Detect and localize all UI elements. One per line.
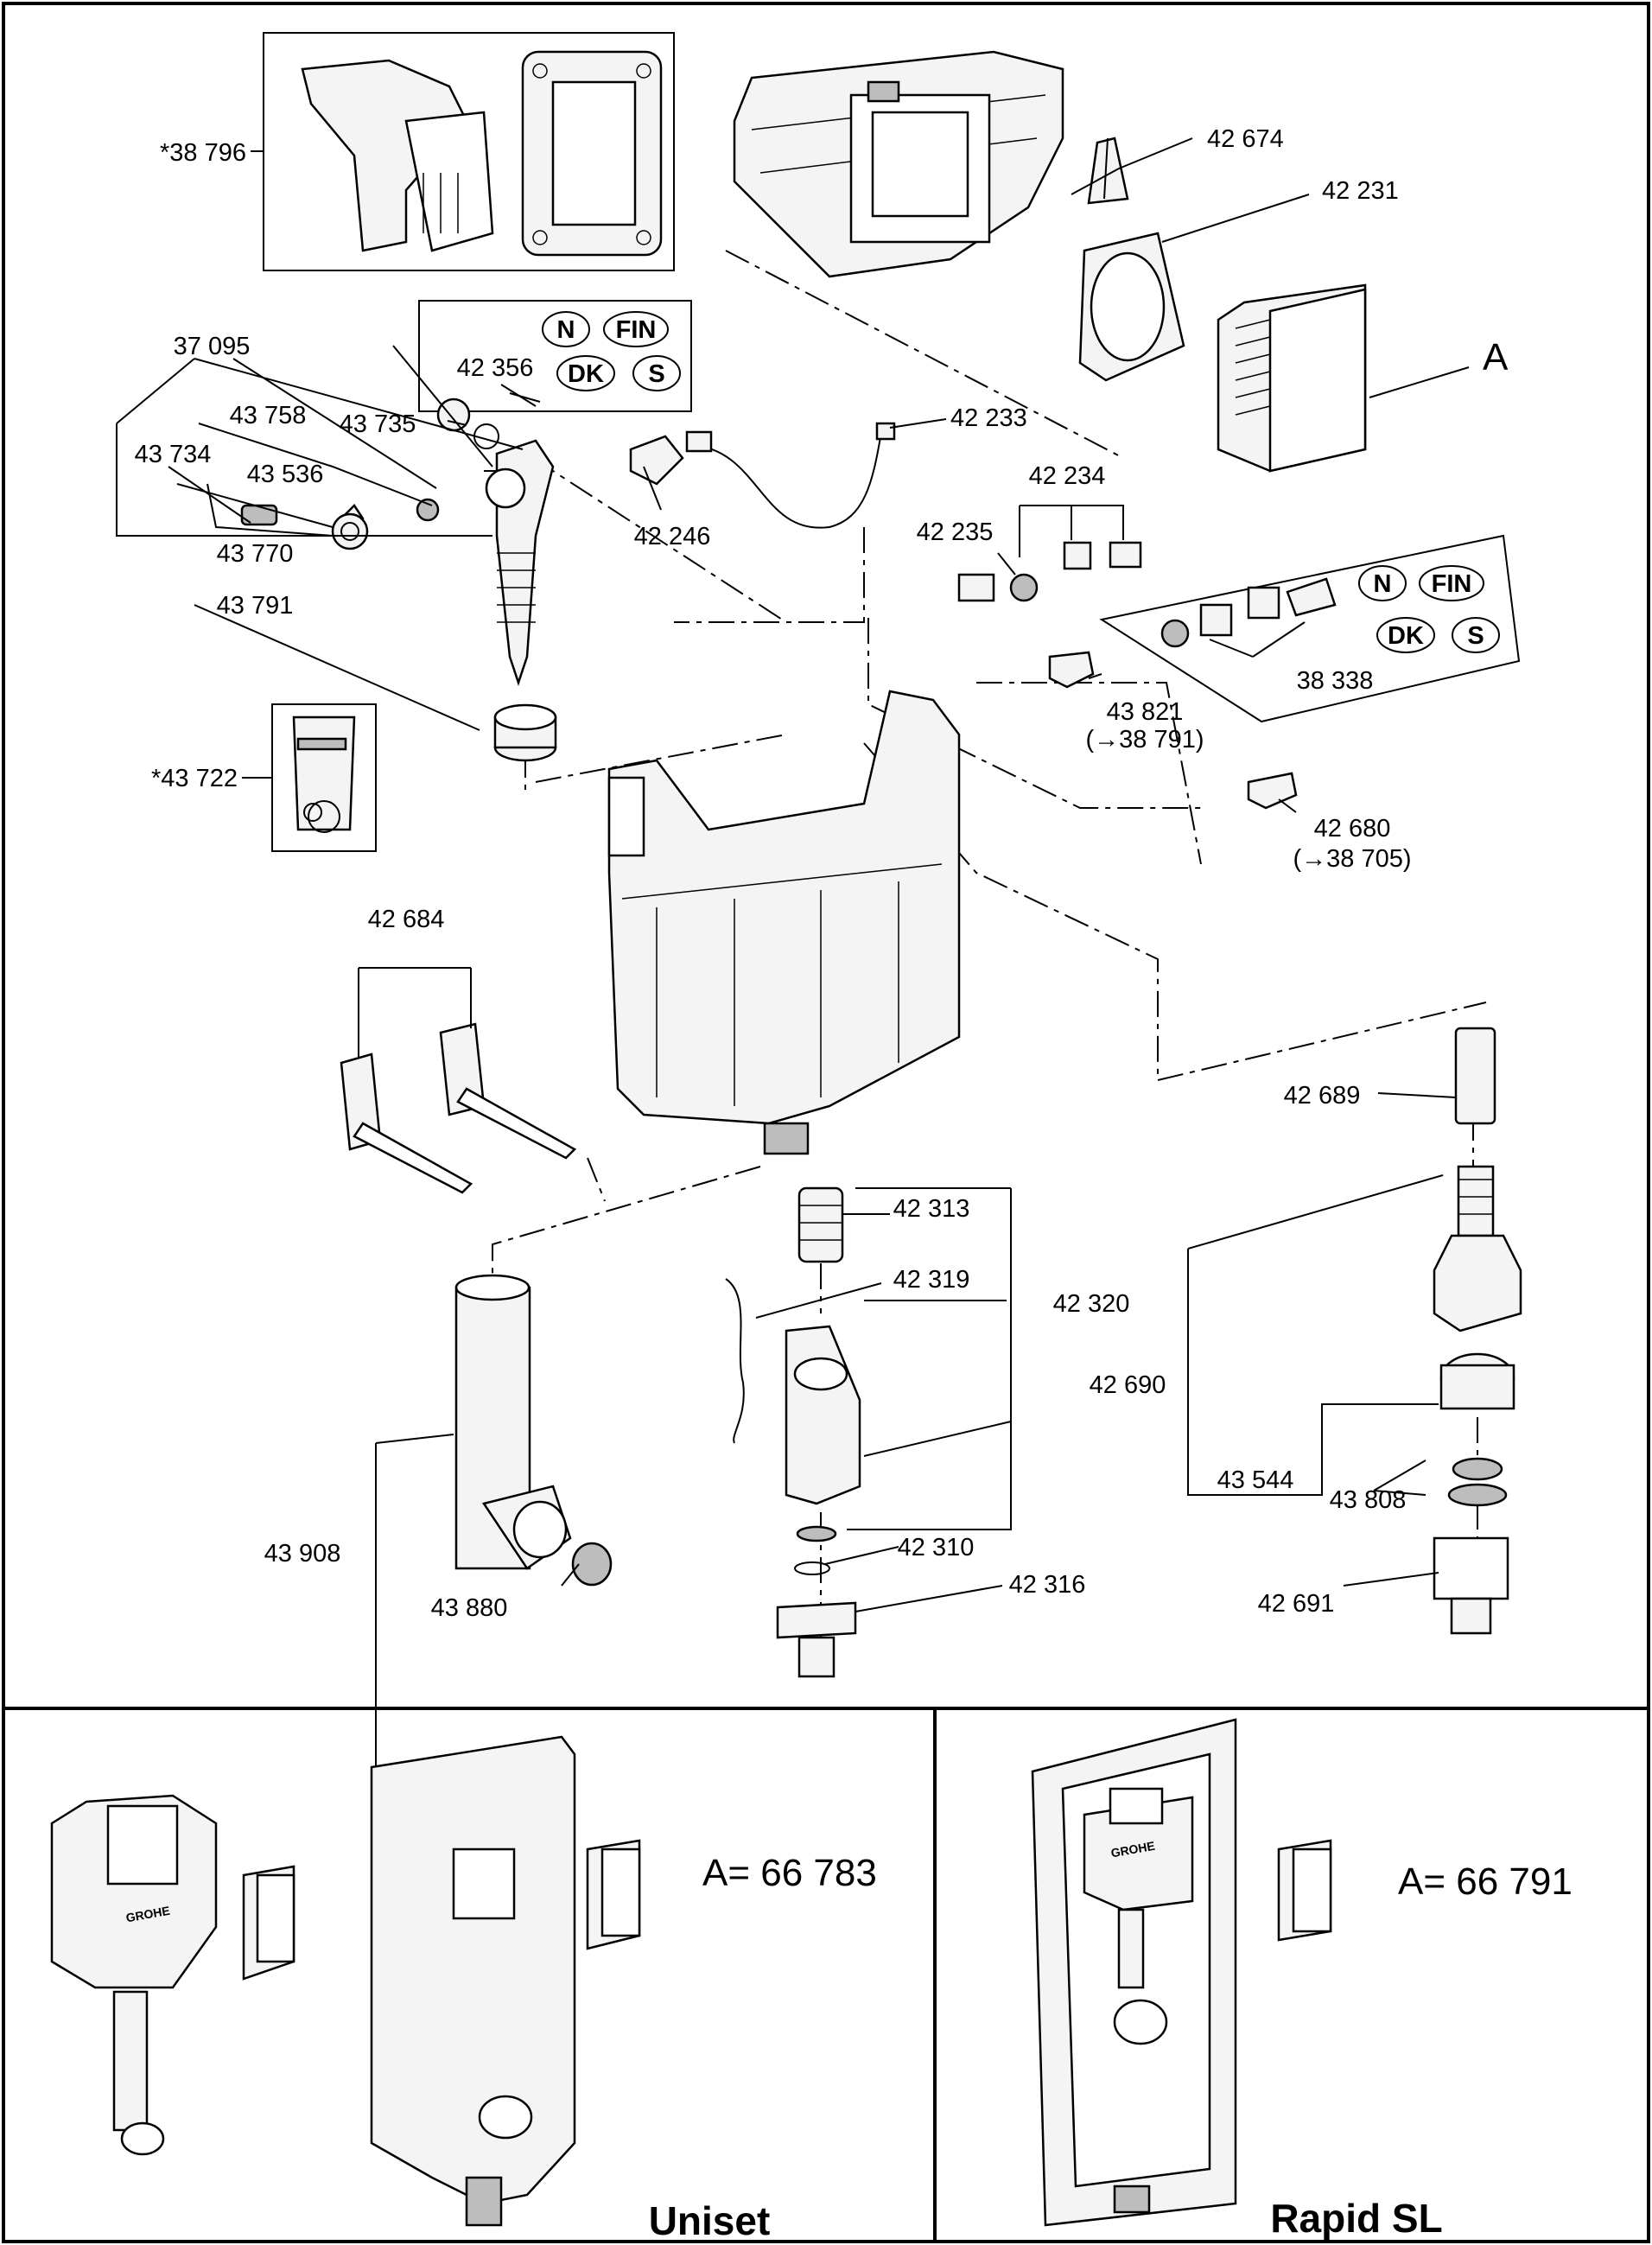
- rapid-sl-panel: GROHE A= 66 791 Rapid SL: [1031, 1718, 1573, 2241]
- part-labels: *38 796 42 674 42 231 A 37 095 42 356 43…: [135, 125, 1509, 1622]
- label-42691: 42 691: [1258, 1590, 1335, 1618]
- country-badges-right: N FIN DK S: [1099, 534, 1521, 723]
- seal-kit-43722: [271, 703, 377, 852]
- label-42680: 42 680: [1314, 815, 1391, 843]
- label-43722: *43 722: [151, 765, 238, 792]
- leader-lines: [116, 137, 1470, 1785]
- label-43821-ref: (→38 791): [1085, 726, 1204, 754]
- label-42690: 42 690: [1090, 1371, 1166, 1399]
- label-42356: 42 356: [457, 354, 534, 382]
- label-43735: 43 735: [340, 410, 416, 438]
- rapid-code: A= 66 791: [1398, 1860, 1573, 1903]
- label-42680-ref: (→38 705): [1293, 845, 1411, 873]
- cistern-body: [607, 690, 961, 1155]
- cistern-cover: [733, 50, 1064, 278]
- brackets-42684: [340, 1022, 577, 1194]
- part-42231-drawing: [1078, 232, 1185, 382]
- label-42319: 42 319: [893, 1266, 970, 1294]
- badge-top-dk: DK: [568, 360, 604, 388]
- rapid-name: Rapid SL: [1270, 2196, 1442, 2241]
- fill-valve-drawing: [240, 397, 896, 762]
- label-37095: 37 095: [174, 333, 251, 360]
- label-42310: 42 310: [898, 1534, 975, 1561]
- uniset-panel: GROHE A= 66 783 Uniset: [50, 1735, 877, 2243]
- label-43734: 43 734: [135, 441, 212, 468]
- label-43821: 43 821: [1107, 698, 1184, 726]
- flush-valve-drawing: [725, 1186, 861, 1678]
- label-A: A: [1483, 336, 1509, 378]
- flush-pipe-43908: [454, 1274, 613, 1587]
- label-42231: 42 231: [1322, 177, 1399, 205]
- label-43758: 43 758: [230, 402, 307, 429]
- label-42313: 42 313: [893, 1195, 970, 1223]
- label-42316: 42 316: [1009, 1571, 1086, 1599]
- badge-top-fin: FIN: [616, 316, 657, 344]
- label-38338: 38 338: [1297, 667, 1374, 695]
- frame-kit-38796: [263, 32, 675, 271]
- label-43880: 43 880: [431, 1594, 508, 1622]
- label-42674: 42 674: [1207, 125, 1284, 153]
- badge-right-s: S: [1467, 622, 1484, 650]
- label-43536: 43 536: [247, 461, 324, 488]
- part-42674-drawing: [1071, 137, 1129, 205]
- label-42689: 42 689: [1284, 1082, 1361, 1110]
- badge-top-s: S: [648, 360, 664, 388]
- label-42233: 42 233: [950, 404, 1027, 432]
- uniset-name: Uniset: [649, 2198, 771, 2243]
- label-42684: 42 684: [368, 906, 445, 933]
- label-42234: 42 234: [1029, 462, 1106, 490]
- badge-right-fin: FIN: [1432, 570, 1472, 598]
- actuator-A-drawing: [1217, 283, 1367, 473]
- label-43544: 43 544: [1217, 1466, 1294, 1494]
- label-42320: 42 320: [1053, 1290, 1130, 1318]
- uniset-code: A= 66 783: [702, 1852, 877, 1894]
- inlet-fittings: [957, 541, 1298, 810]
- label-42235: 42 235: [917, 518, 994, 546]
- outlet-parts-right: [1433, 1027, 1522, 1635]
- label-43808: 43 808: [1330, 1486, 1407, 1514]
- country-badges-top: N FIN DK S: [418, 300, 692, 412]
- label-38796: *38 796: [160, 139, 246, 167]
- badge-right-n: N: [1374, 570, 1392, 598]
- badge-right-dk: DK: [1388, 622, 1424, 650]
- badge-top-n: N: [557, 316, 575, 344]
- label-43770: 43 770: [217, 540, 294, 568]
- label-42246: 42 246: [634, 523, 711, 550]
- label-43908: 43 908: [264, 1540, 341, 1568]
- label-43791: 43 791: [217, 592, 294, 620]
